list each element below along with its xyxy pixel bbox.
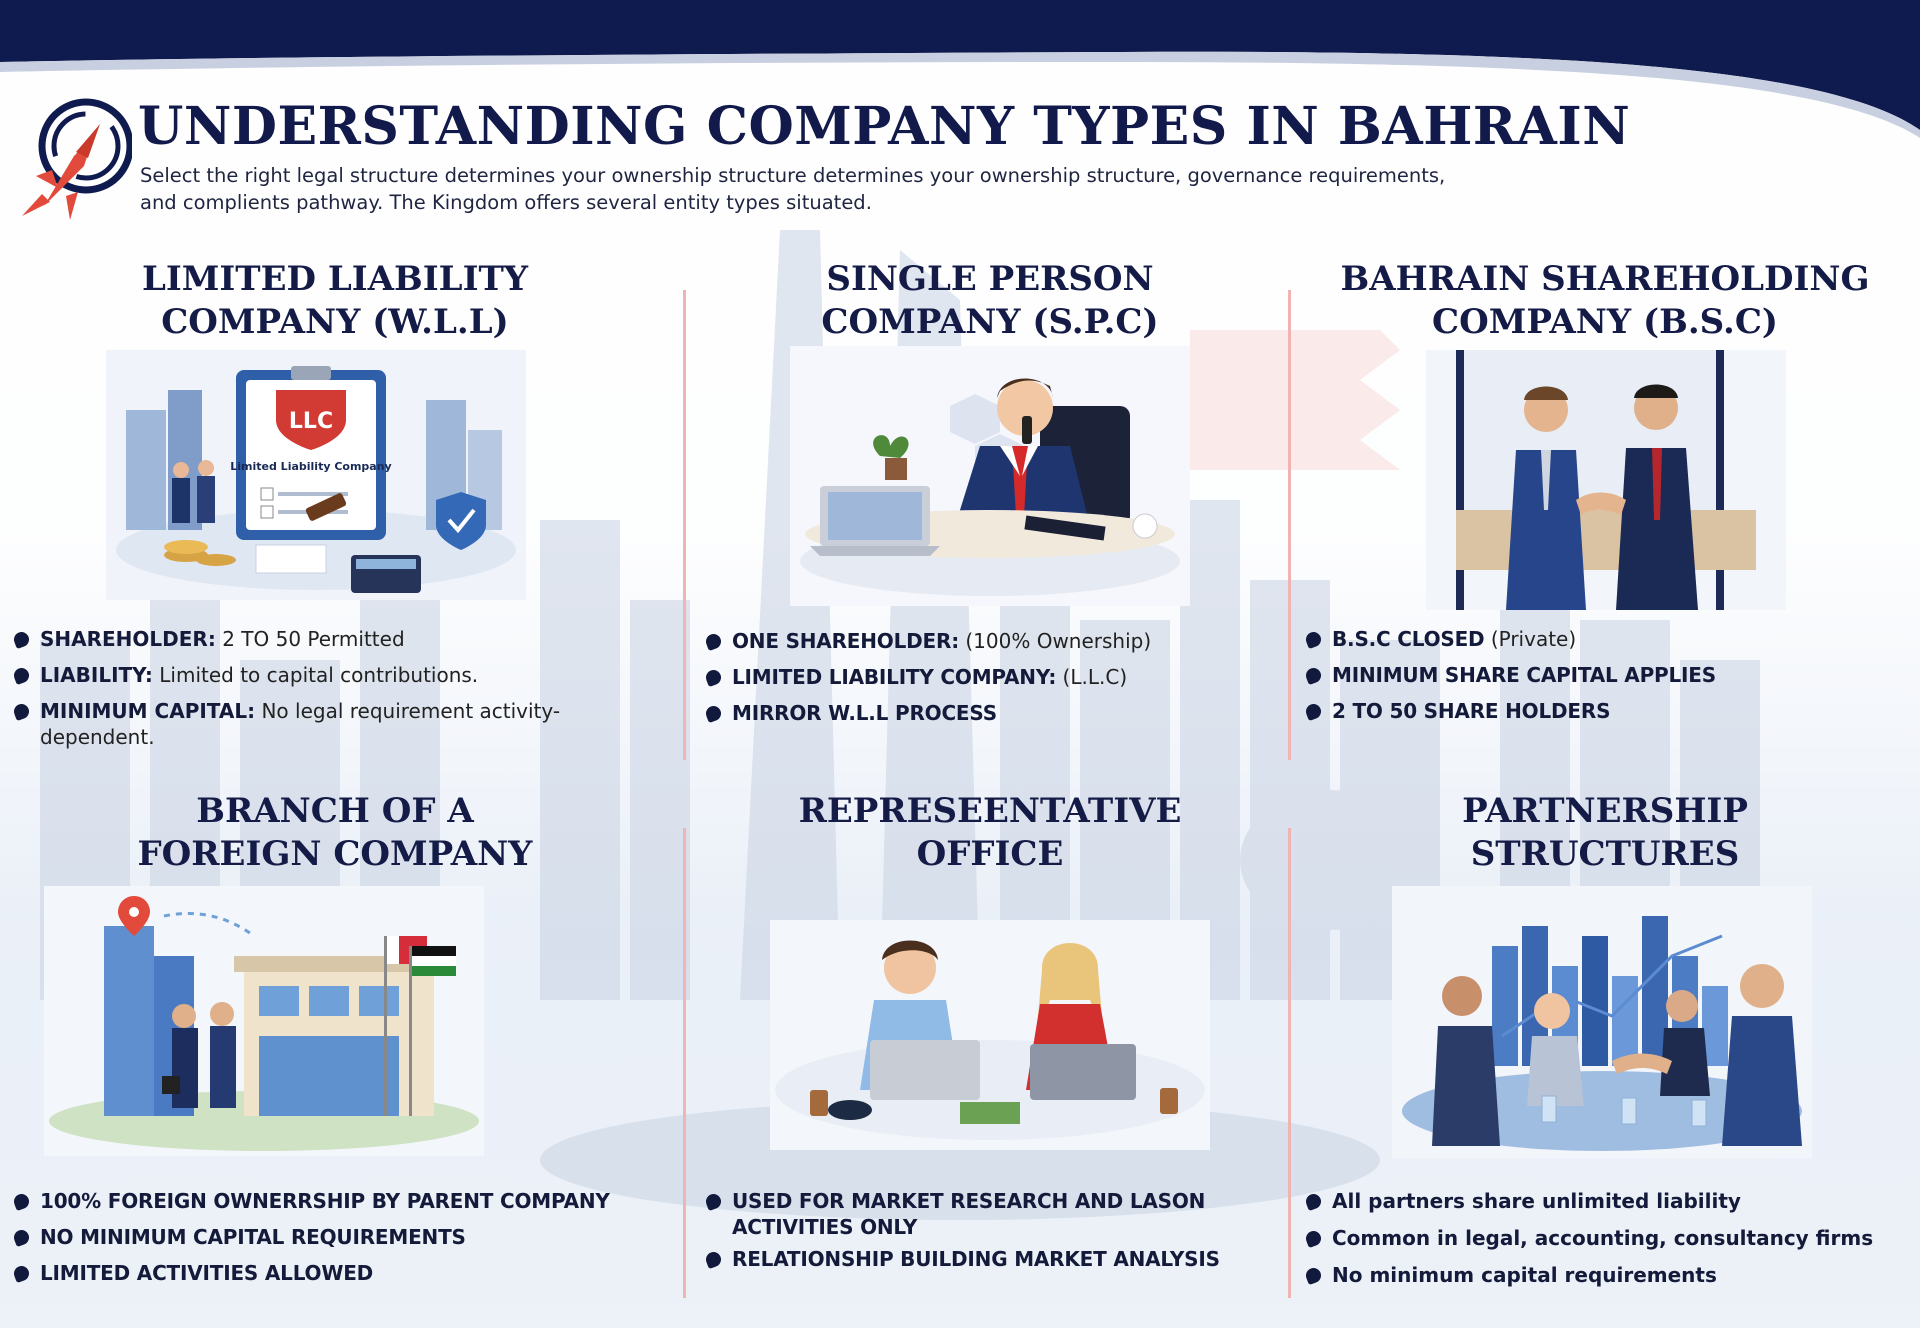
bullet-icon xyxy=(11,1191,32,1212)
bullet-icon xyxy=(1303,1191,1324,1212)
llc-badge-text: LLC xyxy=(289,409,333,434)
bullet-item: MINIMUM SHARE CAPITAL APPLIES xyxy=(1303,662,1896,688)
card-title: SINGLE PERSON COMPANY (S.P.C) xyxy=(821,259,1159,342)
businessman-on-phone-illustration xyxy=(790,346,1190,606)
bullet-item: RELATIONSHIP BUILDING MARKET ANALYSIS xyxy=(703,1246,1266,1272)
bullet-item: USED FOR MARKET RESEARCH AND LASON ACTIV… xyxy=(703,1188,1266,1240)
card-bullets: SHAREHOLDER: 2 TO 50 Permitted LIABILITY… xyxy=(11,626,674,760)
llc-document-illustration: LLC Limited Liability Company xyxy=(106,350,526,600)
company-card-wll: LIMITED LIABILITY COMPANY (W.L.L) LLC Li… xyxy=(10,258,660,749)
bullet-icon xyxy=(11,629,32,650)
bullet-item: LIABILITY: Limited to capital contributi… xyxy=(11,662,674,688)
bullet-item: B.S.C CLOSED (Private) xyxy=(1303,626,1896,652)
bullet-icon xyxy=(1303,1228,1324,1249)
bullet-item: 2 TO 50 SHARE HOLDERS xyxy=(1303,698,1896,724)
bullet-icon xyxy=(1303,701,1324,722)
card-bullets: 100% FOREIGN OWNERRSHIP BY PARENT COMPAN… xyxy=(11,1188,654,1296)
card-title: PARTNERSHIP STRUCTURES xyxy=(1462,791,1748,874)
company-card-branch: BRANCH OF A FOREIGN COMPANY 100% FOREIGN… xyxy=(10,790,660,1290)
card-title: BRANCH OF A FOREIGN COMPANY xyxy=(137,791,533,874)
bullet-icon xyxy=(11,1227,32,1248)
card-title: REPRESEENTATIVE OFFICE xyxy=(798,791,1182,874)
header: UNDERSTANDING COMPANY TYPES IN BAHRAIN S… xyxy=(0,90,1920,230)
company-card-representative: REPRESEENTATIVE OFFICE USED FOR MARKET R… xyxy=(700,790,1280,1290)
company-card-partnership: PARTNERSHIP STRUCTURES All partners shar… xyxy=(1300,790,1910,1290)
bullet-item: Common in legal, accounting, consultancy… xyxy=(1303,1225,1906,1251)
card-bullets: B.S.C CLOSED (Private) MINIMUM SHARE CAP… xyxy=(1303,626,1896,734)
bullet-icon xyxy=(11,701,32,722)
branch-office-illustration xyxy=(44,886,484,1156)
llc-caption-text: Limited Liability Company xyxy=(230,460,391,473)
card-bullets: USED FOR MARKET RESEARCH AND LASON ACTIV… xyxy=(703,1188,1266,1282)
bullet-item: ONE SHAREHOLDER: (100% Ownership) xyxy=(703,628,1266,654)
bullet-item: NO MINIMUM CAPITAL REQUIREMENTS xyxy=(11,1224,654,1250)
bullet-icon xyxy=(1303,629,1324,650)
page-title: UNDERSTANDING COMPANY TYPES IN BAHRAIN xyxy=(138,96,1631,157)
card-bullets: All partners share unlimited liability C… xyxy=(1303,1188,1906,1298)
bullet-item: 100% FOREIGN OWNERRSHIP BY PARENT COMPAN… xyxy=(11,1188,654,1214)
bullet-icon xyxy=(703,667,724,688)
bullet-item: LIMITED LIABILITY COMPANY: (L.L.C) xyxy=(703,664,1266,690)
rocket-logo-icon xyxy=(22,98,132,220)
column-divider xyxy=(1288,290,1291,760)
bullet-item: MIRROR W.L.L PROCESS xyxy=(703,700,1266,726)
card-title: LIMITED LIABILITY COMPANY (W.L.L) xyxy=(141,259,529,342)
partners-meeting-illustration xyxy=(1392,886,1812,1158)
bullet-item: SHAREHOLDER: 2 TO 50 Permitted xyxy=(11,626,674,652)
bullet-icon xyxy=(703,1249,724,1270)
company-card-spc: SINGLE PERSON COMPANY (S.P.C) ONE SHAREH… xyxy=(700,258,1280,738)
handshake-illustration xyxy=(1426,350,1786,610)
bullet-item: All partners share unlimited liability xyxy=(1303,1188,1906,1214)
bullet-item: LIMITED ACTIVITIES ALLOWED xyxy=(11,1260,654,1286)
column-divider xyxy=(683,290,686,760)
two-people-laptops-illustration xyxy=(770,920,1210,1150)
bullet-icon xyxy=(703,1191,724,1212)
bullet-icon xyxy=(11,1263,32,1284)
column-divider xyxy=(1288,828,1291,1298)
bullet-icon xyxy=(1303,1265,1324,1286)
top-banner xyxy=(0,0,1920,138)
column-divider xyxy=(683,828,686,1298)
bullet-icon xyxy=(1303,665,1324,686)
card-bullets: ONE SHAREHOLDER: (100% Ownership) LIMITE… xyxy=(703,628,1266,736)
page-subtitle: Select the right legal structure determi… xyxy=(140,164,1446,214)
bullet-item: MINIMUM CAPITAL: No legal requirement ac… xyxy=(11,698,674,750)
card-title: BAHRAIN SHAREHOLDING COMPANY (B.S.C) xyxy=(1340,259,1870,342)
company-card-bsc: BAHRAIN SHAREHOLDING COMPANY (B.S.C) B.S… xyxy=(1300,258,1910,738)
bullet-icon xyxy=(703,631,724,652)
bullet-icon xyxy=(703,703,724,724)
bullet-icon xyxy=(11,665,32,686)
bullet-item: No minimum capital requirements xyxy=(1303,1262,1906,1288)
